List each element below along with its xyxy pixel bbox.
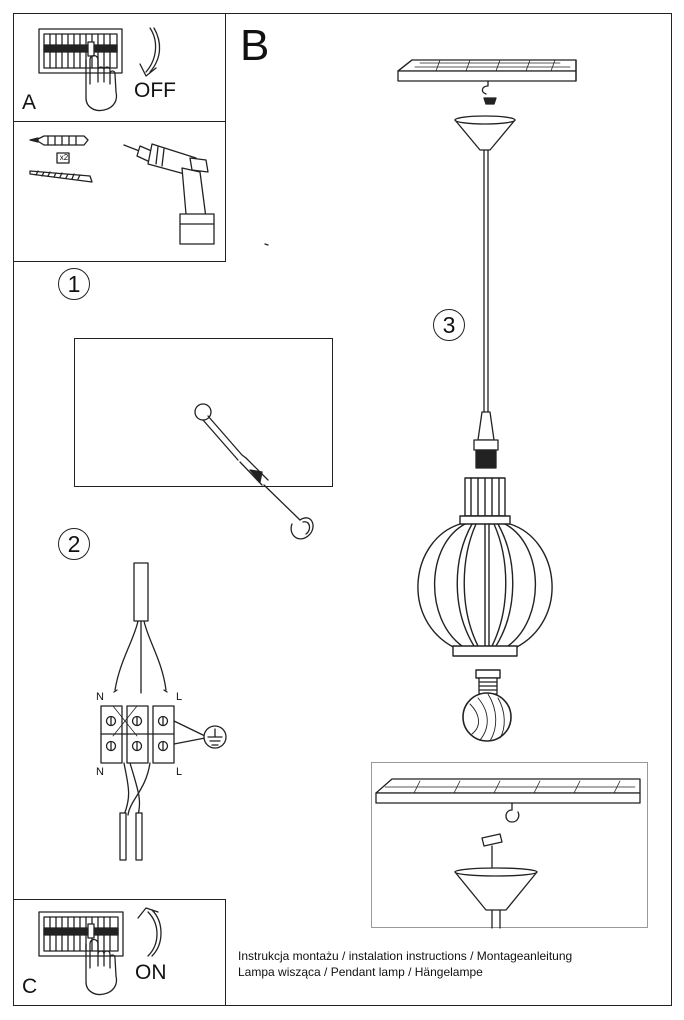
neutral-label-top: N (96, 691, 104, 703)
panel-b-letter: B (240, 21, 270, 70)
step-2-marker: 2 (58, 528, 90, 560)
quantity-badge-box (56, 152, 70, 164)
hook-and-clip (481, 80, 497, 105)
ground-symbol-icon (203, 725, 227, 749)
ceiling-plate (397, 59, 577, 82)
instruction-sheet-frame (13, 13, 672, 1006)
lamp-holder (473, 411, 499, 469)
hand-icon (85, 938, 118, 996)
circuit-breaker-icon (38, 911, 124, 957)
curved-arrow-icon (137, 907, 162, 957)
inset-ceiling-plate (375, 778, 641, 804)
suspension-cable (483, 149, 489, 413)
wall-plug-icon (29, 135, 89, 146)
neutral-label-bottom: N (96, 766, 104, 778)
outgoing-wires (119, 762, 151, 861)
inset-connector (481, 833, 503, 871)
inset-canopy (454, 867, 538, 929)
power-off-label: OFF (134, 79, 176, 102)
drill-icon (123, 143, 215, 245)
terminal-block (100, 705, 206, 764)
inset-hook (505, 802, 520, 823)
live-label-bottom: L (176, 766, 183, 778)
panel-c-letter: C (22, 975, 38, 998)
step-1-marker: 1 (58, 268, 90, 300)
light-bulb-icon (462, 677, 512, 742)
panel-a-letter: A (22, 91, 37, 114)
quantity-badge: x2 (59, 153, 69, 162)
ceiling-hook-icon (194, 403, 314, 540)
step-3-marker: 3 (433, 309, 465, 341)
circuit-breaker-icon (38, 28, 123, 74)
cable-and-wires (113, 562, 168, 694)
hand-icon (85, 54, 118, 112)
pendant-lamp-icon (417, 477, 553, 679)
stray-mark (264, 243, 269, 246)
ceiling-canopy-icon (454, 115, 516, 151)
caption-instructions: Instrukcja montażu / instalation instruc… (238, 949, 573, 963)
live-label-top: L (176, 691, 183, 703)
curved-arrow-icon (139, 27, 161, 77)
caption-product: Lampa wisząca / Pendant lamp / Hängelamp… (238, 965, 483, 979)
screw-icon (29, 170, 93, 183)
power-on-label: ON (135, 961, 167, 984)
